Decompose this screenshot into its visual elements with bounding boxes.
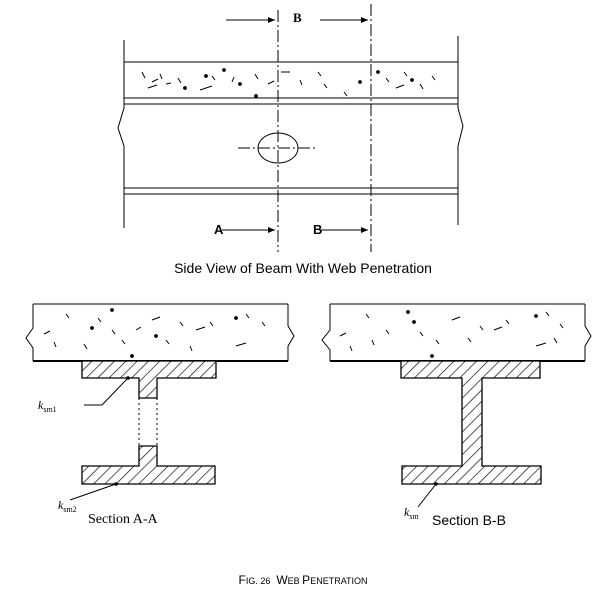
section-aa-caption: Section A-A — [88, 512, 158, 527]
ksm-leader — [417, 483, 437, 508]
section-a-arrow-label: A — [214, 222, 224, 237]
side-view-right-break — [457, 36, 464, 225]
section-bb-caption: Section B-B — [432, 512, 506, 528]
section-bb: ksm Section B-B — [321, 303, 592, 528]
side-view-caption: Side View of Beam With Web Penetration — [174, 260, 432, 276]
section-aa-slab — [25, 303, 295, 362]
section-aa-bottom-tee — [81, 445, 216, 485]
side-view-slab — [124, 61, 458, 99]
section-aa-web-gap — [138, 398, 158, 446]
section-aa: ksm1 ksm2 Section A-A — [25, 303, 295, 527]
section-aa-top-tee — [81, 360, 217, 399]
section-aa-aggregate — [43, 308, 266, 358]
section-b-top-label: B — [293, 10, 302, 25]
side-view-left-break — [117, 40, 125, 228]
section-bb-i-beam — [400, 360, 542, 485]
ksm-label: ksm — [404, 505, 419, 521]
side-view-aggregate — [141, 68, 436, 98]
ksm2-label: ksm2 — [58, 498, 77, 514]
ksm2-leader — [69, 483, 117, 501]
ksm1-label: ksm1 — [38, 398, 57, 414]
side-view-beam: B A B — [117, 4, 464, 252]
section-bb-aggregate — [339, 310, 564, 358]
side-view-bottom-flange — [124, 187, 458, 195]
ksm1-leader — [84, 377, 129, 406]
section-b-arrow-label: B — [313, 222, 322, 237]
section-bb-slab — [321, 303, 592, 362]
